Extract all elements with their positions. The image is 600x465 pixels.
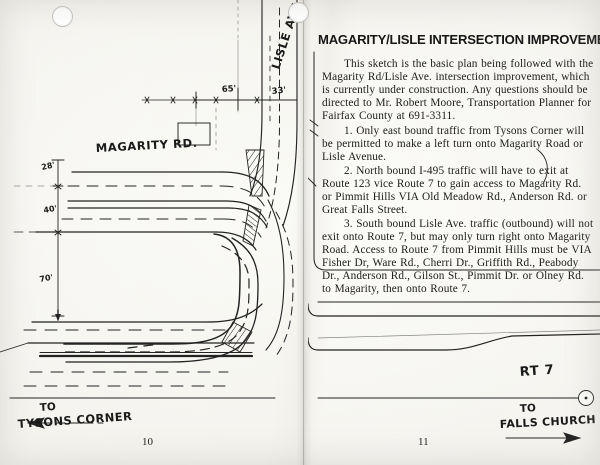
label-rt-7: RT 7 (519, 363, 555, 380)
right-page-road-lines: RT 7 TO FALLS CHURCH (308, 51, 600, 444)
page-number-left: 10 (142, 436, 153, 448)
direction-to-1: TO (39, 401, 56, 414)
paragraph-item-3: 3. South bound Lisle Ave. traffic (outbo… (322, 218, 594, 295)
dimension-70: 70' (39, 273, 54, 284)
dimension-28: 28' (41, 160, 56, 172)
dimension-40: 40' (43, 204, 58, 215)
direction-tysons-corner: TYSONS CORNER (17, 409, 132, 431)
book-gutter-line (303, 0, 304, 465)
direction-falls-church: FALLS CHURCH (499, 413, 596, 431)
paragraph-intro: This sketch is the basic plan being foll… (322, 58, 594, 122)
paragraph-item-1: 1. Only east bound traffic from Tysons C… (322, 125, 585, 163)
intersection-sketch: MAGARITY RD. LISLE AVE 65' 33' 28' 40' 7… (0, 0, 300, 448)
body-text: This sketch is the basic plan being foll… (322, 58, 594, 297)
punch-hole-left (52, 6, 73, 27)
dimension-65: 65' (222, 84, 237, 95)
page-title: MAGARITY/LISLE INTERSECTION IMPROVEMENT (318, 32, 600, 47)
dimension-33: 33' (271, 86, 286, 97)
punch-hole-right (288, 2, 309, 23)
page-number-right: 11 (418, 436, 429, 448)
direction-to-2: TO (520, 402, 537, 415)
label-magarity-rd: MAGARITY RD. (95, 136, 198, 155)
text-page: MAGARITY/LISLE INTERSECTION IMPROVEMENT … (308, 0, 600, 465)
paragraph-item-2: 2. North bound I-495 traffic will have t… (322, 165, 587, 216)
sketch-drawing: MAGARITY RD. LISLE AVE 65' 33' 28' 40' 7… (0, 0, 300, 431)
